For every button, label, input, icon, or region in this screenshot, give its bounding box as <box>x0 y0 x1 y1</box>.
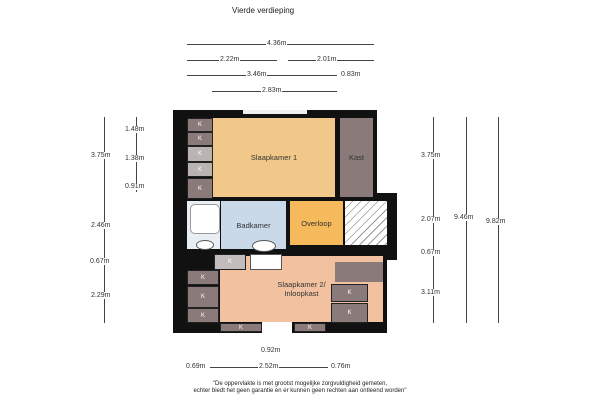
dim-right-mid: 2.07m <box>420 216 442 223</box>
dim-left-top: 3.75m <box>90 152 112 159</box>
dim-left-c: 0.91m <box>124 183 146 190</box>
dim-left-a: 1.48m <box>124 126 146 133</box>
closet-k: K <box>294 323 326 332</box>
closet-k: K <box>187 178 213 199</box>
closet-k: K <box>187 270 219 285</box>
closet-k: K <box>331 303 368 323</box>
washer-icon <box>250 254 282 270</box>
closet-k: K <box>214 254 246 270</box>
dim-left-mid: 2.46m <box>90 222 112 229</box>
plan-title: Vierde verdieping <box>232 6 295 15</box>
sink-icon <box>252 240 276 252</box>
room-label: Inloopkast <box>284 289 319 298</box>
room-overloop: Overloop <box>290 201 343 245</box>
closet-k: K <box>187 132 213 146</box>
dim-right-total-b: 9.82m <box>485 218 507 225</box>
dim-right-bottom: 3.11m <box>420 289 441 296</box>
dim-total-width: 4.36m <box>266 40 288 47</box>
room-label: Badkamer <box>236 220 271 230</box>
dim-mid-width: 3.46m <box>246 71 268 78</box>
closet-k: K <box>220 323 262 332</box>
room-kast: Kast <box>340 118 373 197</box>
disclaimer-line-1: "De oppervlakte is met grootst mogelijke… <box>212 381 388 387</box>
dim-right-gap: 0.67m <box>420 249 442 256</box>
toilet-icon <box>196 240 214 250</box>
window-top <box>243 110 307 114</box>
closet-k: K <box>331 284 368 302</box>
room-label: Overloop <box>301 218 332 228</box>
room-slaapkamer-1: Slaapkamer 1 <box>213 118 335 197</box>
closet-k: K <box>187 162 213 177</box>
dim-right-top: 3.75m <box>420 152 442 159</box>
dim-left-width: 2.22m <box>219 56 241 63</box>
dim-bottom-right: 0.76m <box>330 363 352 370</box>
dim-small-width: 0.83m <box>340 71 362 78</box>
room-label: Kast <box>348 153 364 162</box>
closet-k: K <box>187 118 213 132</box>
bathtub-icon <box>190 204 220 234</box>
window-bottom <box>262 322 292 333</box>
dim-line <box>104 117 105 323</box>
room-badkamer: Badkamer <box>221 201 286 249</box>
dim-right-width: 2.01m <box>316 56 338 63</box>
room-label: Slaapkamer 1 <box>250 153 298 162</box>
staircase-icon <box>345 201 387 245</box>
dim-left-bottom: 2.29m <box>90 292 112 299</box>
dim-inner-width: 2.83m <box>261 87 283 94</box>
dim-bottom-window: 0.92m <box>260 347 282 354</box>
dim-line <box>136 117 137 192</box>
room-label: Slaapkamer 2/ <box>277 280 326 289</box>
dim-left-b: 1.38m <box>124 155 146 162</box>
dim-right-total-a: 9.46m <box>453 214 475 221</box>
disclaimer-line-2: echter biedt het geen garantie en er kun… <box>193 388 407 394</box>
closet-k: K <box>187 286 219 308</box>
closet-k: K <box>187 308 219 323</box>
storage-block <box>335 262 383 282</box>
dim-bottom-left: 0.69m <box>185 363 207 370</box>
closet-k: K <box>187 146 213 162</box>
dim-bottom-mid: 2.52m <box>258 363 280 370</box>
dim-left-gap: 0.67m <box>89 258 111 265</box>
